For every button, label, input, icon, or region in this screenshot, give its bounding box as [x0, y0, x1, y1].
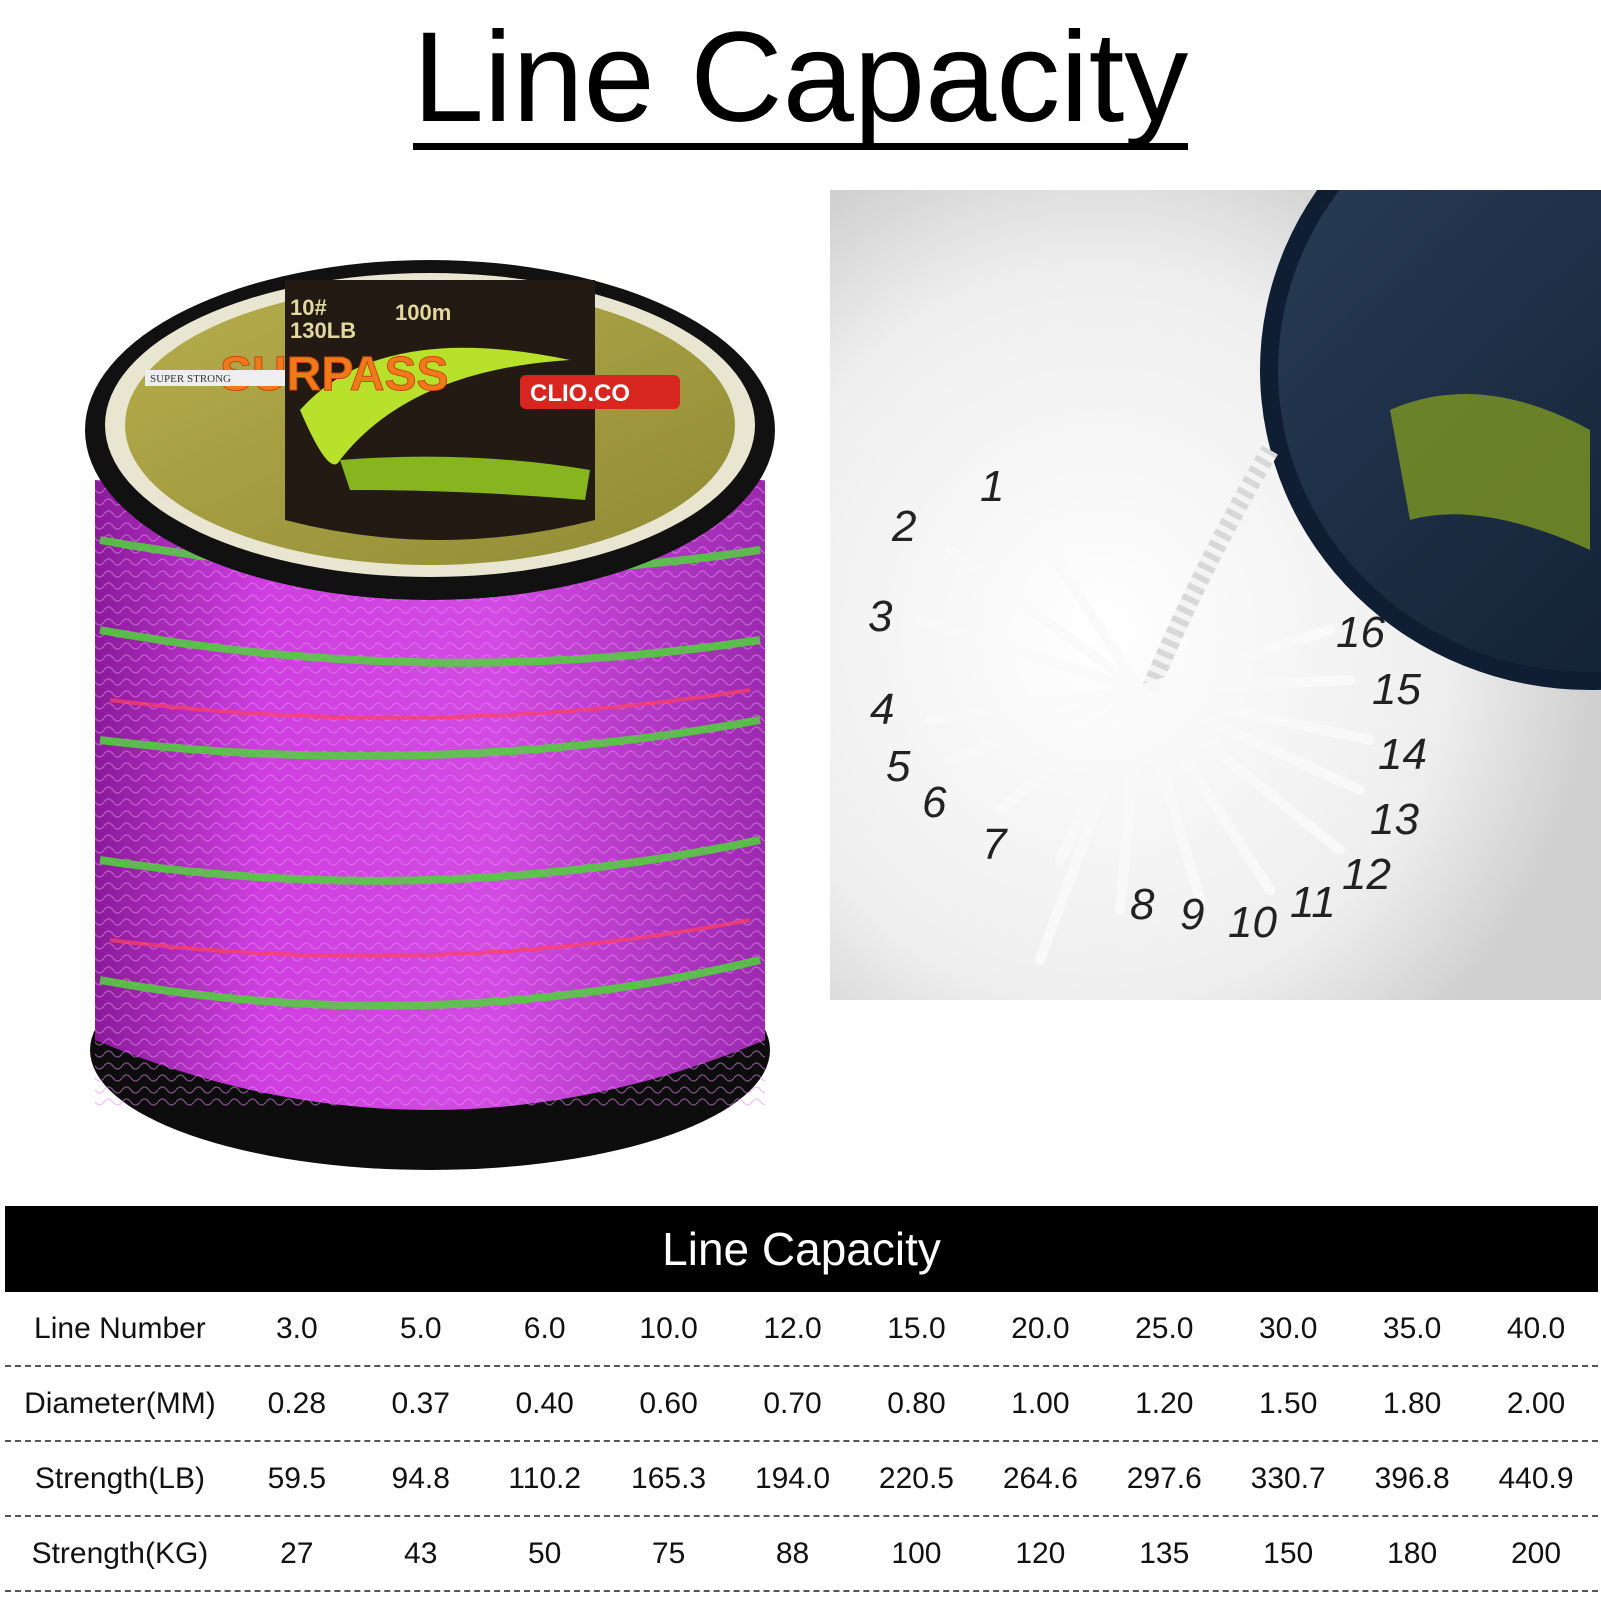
page-title: Line Capacity — [412, 6, 1189, 150]
table-cell: 220.5 — [878, 1461, 954, 1495]
table-cell: 35.0 — [1382, 1311, 1442, 1345]
table-cell: 50 — [527, 1536, 562, 1570]
table-cell: 396.8 — [1374, 1461, 1450, 1495]
strand-number: 8 — [1130, 880, 1155, 929]
table-cell: 88 — [775, 1536, 810, 1570]
table-cell: 5.0 — [399, 1311, 442, 1345]
strand-number: 3 — [868, 592, 893, 641]
table-row: Line Number 3.0 5.0 6.0 10.0 12.0 15.0 2… — [5, 1292, 1598, 1367]
row-label: Diameter(MM) — [24, 1386, 216, 1420]
table-cell: 20.0 — [1011, 1311, 1070, 1345]
table-cell: 100 — [891, 1536, 942, 1570]
row-label: Strength(LB) — [34, 1461, 205, 1495]
strand-number: 1 — [980, 462, 1005, 511]
table-cell: 2.00 — [1506, 1386, 1566, 1420]
table-row: Strength(KG) 27 43 50 75 88 100 120 135 … — [5, 1517, 1598, 1592]
table-header: Line Capacity — [5, 1206, 1598, 1292]
table-cell: 0.40 — [515, 1386, 574, 1420]
strand-number: 13 — [1370, 795, 1419, 844]
table-cell: 12.0 — [763, 1311, 822, 1345]
strand-number: 10 — [1228, 898, 1277, 947]
table-cell: 200 — [1511, 1536, 1562, 1570]
table-cell: 330.7 — [1250, 1461, 1326, 1495]
table-cell: 165.3 — [631, 1461, 707, 1495]
table-cell: 43 — [404, 1536, 438, 1570]
table-cell: 0.37 — [391, 1386, 450, 1420]
table-cell: 1.00 — [1011, 1386, 1070, 1420]
strand-number: 7 — [982, 820, 1007, 869]
spool-tag-text: SUPER STRONG — [150, 373, 231, 385]
table-row: Strength(LB) 59.5 94.8 110.2 165.3 194.0… — [5, 1442, 1598, 1517]
table-cell: 1.80 — [1382, 1386, 1442, 1420]
strand-number: 6 — [922, 778, 947, 827]
table-cell: 135 — [1139, 1536, 1190, 1570]
table-cell: 40.0 — [1506, 1311, 1566, 1345]
table-cell: 0.70 — [763, 1386, 822, 1420]
row-label: Line Number — [34, 1311, 206, 1345]
table-cell: 27 — [280, 1536, 314, 1570]
table-row: Diameter(MM) 0.28 0.37 0.40 0.60 0.70 0.… — [5, 1367, 1598, 1442]
strand-number: 9 — [1180, 890, 1205, 939]
table-cell: 6.0 — [523, 1311, 566, 1345]
table-cell: 75 — [651, 1536, 686, 1570]
spool-logo-text: CLIO.CO — [530, 380, 630, 407]
table-cell: 194.0 — [754, 1461, 831, 1495]
table-cell: 1.50 — [1259, 1386, 1318, 1420]
strand-number: 16 — [1336, 608, 1385, 657]
table-cell: 59.5 — [267, 1461, 327, 1495]
strand-number: 12 — [1342, 850, 1391, 899]
row-label: Strength(KG) — [31, 1536, 209, 1570]
table-cell: 30.0 — [1259, 1311, 1318, 1345]
table-cell: 150 — [1263, 1536, 1314, 1570]
strand-illustration: 1 2 3 4 5 6 7 8 9 10 11 12 13 14 15 16 — [830, 50, 1601, 1000]
spool-image: 10# 130LB 100m SURPASS CLIO.CO SUPER STR… — [50, 220, 810, 1200]
spool-size-text: 10# — [290, 295, 327, 320]
table-cell: 0.80 — [887, 1386, 946, 1420]
table-cell: 180 — [1387, 1536, 1438, 1570]
table-cell: 3.0 — [275, 1311, 318, 1345]
table-cell: 440.9 — [1498, 1461, 1574, 1495]
spool-lb-text: 130LB — [290, 318, 356, 343]
table-cell: 94.8 — [391, 1461, 450, 1495]
strand-number: 5 — [886, 742, 911, 791]
table-cell: 25.0 — [1135, 1311, 1194, 1345]
strand-number: 2 — [892, 502, 917, 551]
strand-number: 15 — [1372, 665, 1421, 714]
table-cell: 1.20 — [1135, 1386, 1194, 1420]
strand-number: 11 — [1290, 878, 1336, 927]
table-cell: 297.6 — [1126, 1461, 1202, 1495]
table-cell: 120 — [1015, 1536, 1066, 1570]
capacity-table: Line Capacity Line Number 3.0 5.0 6.0 10… — [5, 1206, 1598, 1592]
table-cell: 15.0 — [887, 1311, 946, 1345]
table-cell: 0.60 — [639, 1386, 698, 1420]
spool-length-text: 100m — [395, 300, 451, 325]
table-cell: 264.6 — [1002, 1461, 1078, 1495]
table-cell: 10.0 — [639, 1311, 698, 1345]
table-cell: 110.2 — [508, 1461, 582, 1495]
strand-number: 4 — [870, 685, 895, 734]
table-cell: 0.28 — [267, 1386, 327, 1420]
strand-number: 14 — [1378, 730, 1427, 779]
